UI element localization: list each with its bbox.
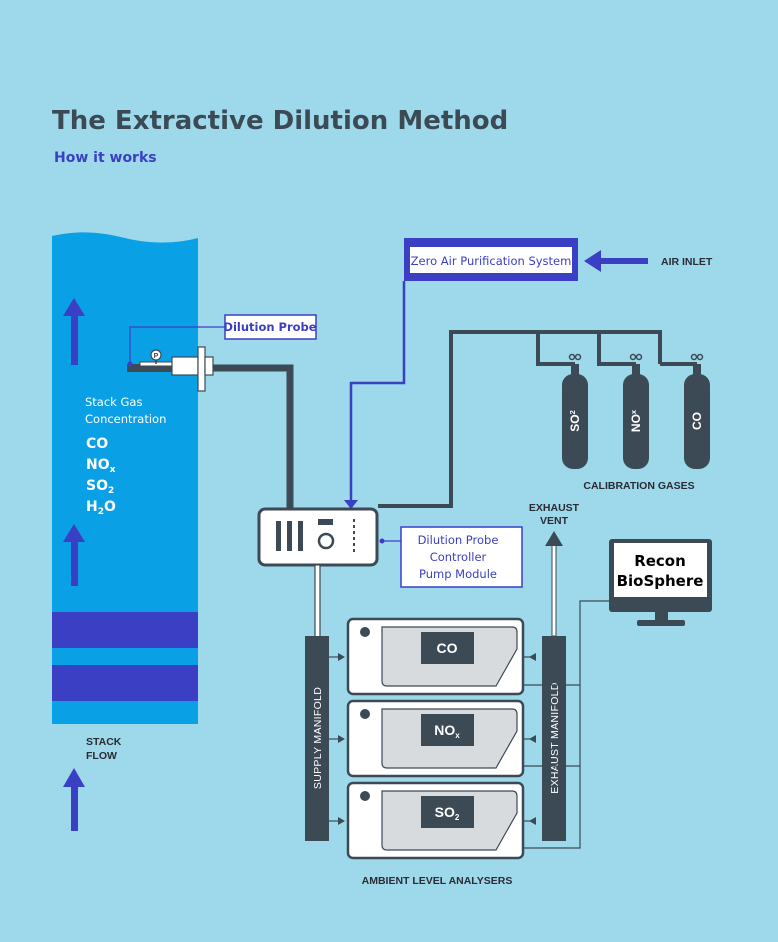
air-inlet-label: AIR INLET [661,256,713,268]
page-title: The Extractive Dilution Method [52,106,508,136]
analysers-label: AMBIENT LEVEL ANALYSERS [362,875,513,887]
exhaust-arrow-icon [529,653,536,661]
valve-icon [690,353,704,361]
analyser[interactable]: NOx [329,699,536,778]
stack-flow-label: STACK [86,736,122,748]
stack-gas-so2: SO2 [86,478,114,496]
supply-arrow-icon [338,735,345,743]
up-arrow-icon [63,524,85,586]
valve-icon [629,353,643,361]
data-line [524,600,609,686]
supply-manifold [305,636,329,841]
monitor-label: BioSphere [617,572,704,590]
sample-line [213,364,294,510]
stack: Stack Gas Concentration CO NOx SO2 H2O [52,232,198,724]
analyser[interactable]: SO2 [329,781,536,860]
stack-flow-label: FLOW [86,750,117,762]
air-inlet-arrow-icon [584,250,648,272]
exhaust-manifold-label: EXHAUST MANIFOLD [549,682,561,793]
analyser-gas-label: CO [437,640,458,656]
cylinder-label: SO2 [568,410,582,432]
gas-cylinder: NOx [623,353,649,469]
analyser-gas-label: NOx [434,722,460,740]
dilution-probe-label: Dilution Probe [223,320,316,334]
gas-cylinder: CO [684,353,710,469]
zero-air-label: Zero Air Purification System [411,254,572,268]
zero-air-line [349,281,406,502]
up-arrow-icon [63,298,85,365]
zero-air-box [410,247,572,273]
valve-icon [568,353,582,361]
analyser-display [421,714,474,746]
exhaust-vent-line [551,544,557,637]
supply-arrow-icon [338,653,345,661]
indicator-light-icon [360,791,370,801]
zero-air-arrow-icon [344,500,358,509]
dilution-probe: P [127,346,214,392]
exhaust-arrow-icon [529,817,536,825]
monitor-label: Recon [634,552,686,570]
exhaust-vent-label: EXHAUST [529,502,580,514]
exhaust-manifold [542,636,566,841]
indicator-light-icon [360,627,370,637]
probe-controller[interactable] [257,507,379,567]
calibration-cylinders: SO2 NOx CO [562,353,710,469]
stack-concentration-label: Concentration [85,412,166,426]
stack-band [52,612,198,648]
data-line [524,766,581,849]
stack-gas-h2o: H2O [86,499,116,517]
calibration-lines [378,330,697,508]
cylinder-label: CO [690,412,704,430]
monitor[interactable]: Recon BioSphere [609,539,712,626]
stack-concentration-label: Stack Gas [85,395,142,409]
stack-gas-co: CO [86,436,108,452]
analyser-gas-label: SO2 [435,804,460,822]
controller-label: Dilution Probe [418,533,499,547]
pressure-gauge-icon [150,349,162,361]
exhaust-vent-arrow-icon [545,531,563,546]
supply-manifold-label: SUPPLY MANIFOLD [312,687,324,789]
controller-label: Pump Module [419,567,497,581]
supply-arrow-icon [338,817,345,825]
dilution-probe-box [224,314,317,340]
analyser-display [421,796,474,828]
stack-gas-nox: NOx [86,457,116,475]
page-subtitle: How it works [54,150,157,166]
gas-cylinder: SO2 [562,353,588,469]
exhaust-vent-label: VENT [540,515,569,527]
controller-label: Controller [430,550,487,564]
calibration-gases-label: CALIBRATION GASES [583,480,694,492]
supply-line [314,564,321,638]
stack-band [52,665,198,701]
analyser[interactable]: CO [329,617,536,696]
stack-flow-arrow-icon [63,768,85,831]
cylinder-label: NOx [629,409,643,432]
exhaust-arrow-icon [529,735,536,743]
analyser-display [421,632,474,664]
pressure-gauge-letter: P [154,353,159,360]
indicator-light-icon [360,709,370,719]
controller-box [400,526,523,588]
